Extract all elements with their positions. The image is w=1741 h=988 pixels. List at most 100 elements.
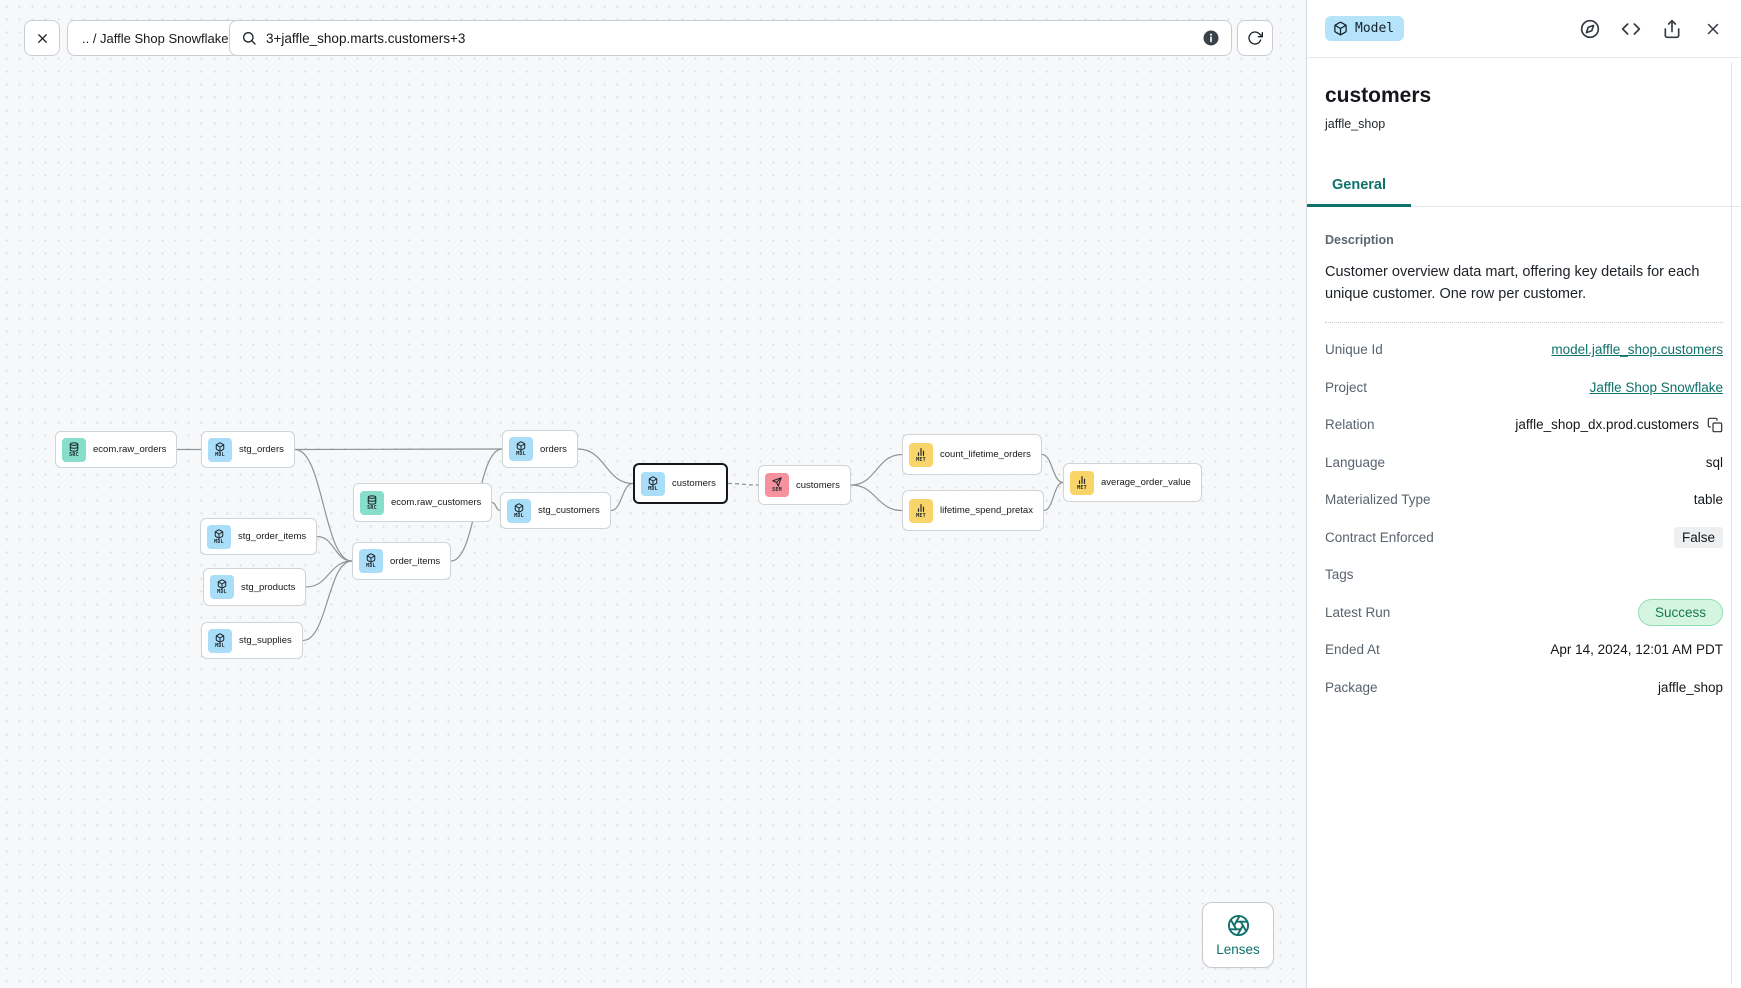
field-value-materialized-type: table [1693, 492, 1723, 508]
refresh-lineage-button[interactable] [1237, 20, 1273, 56]
model-type-badge-label: Model [1355, 21, 1395, 36]
graph-node-stg_supplies[interactable]: MDL stg_supplies [201, 622, 303, 659]
field-value-ended-at: Apr 14, 2024, 12:01 AM PDT [1550, 642, 1723, 658]
graph-node-ecom_raw_customers[interactable]: SRC ecom.raw_customers [353, 483, 493, 522]
share-button[interactable] [1662, 19, 1682, 39]
mdl-badge-icon: MDL [641, 471, 665, 496]
graph-node-order_items[interactable]: MDL order_items [352, 542, 452, 580]
lenses-label: Lenses [1216, 941, 1260, 957]
field-row-project: Project Jaffle Shop Snowflake [1325, 368, 1723, 406]
search-input[interactable] [266, 30, 1193, 46]
node-label: order_items [390, 555, 441, 567]
mdl-badge-icon: MDL [208, 628, 232, 653]
met-badge-icon: MET [909, 498, 933, 523]
mdl-badge-icon: MDL [208, 437, 232, 462]
node-label: count_lifetime_orders [940, 449, 1031, 460]
met-badge-icon: MET [909, 442, 933, 467]
mdl-badge-icon: MDL [359, 549, 383, 573]
tab-general[interactable]: General [1307, 167, 1411, 207]
edge-count_lifetime_orders-to-average_order_value [1041, 453, 1064, 484]
node-label: stg_customers [538, 505, 600, 516]
divider [1325, 321, 1723, 323]
node-label: customers [796, 479, 840, 491]
met-badge-icon: MET [1070, 470, 1094, 495]
graph-node-count_lifetime_orders[interactable]: MET count_lifetime_orders [902, 434, 1042, 475]
view-code-button[interactable] [1621, 19, 1641, 39]
graph-node-stg_products[interactable]: MDL stg_products [203, 568, 307, 606]
close-icon [37, 33, 47, 43]
model-type-badge: Model [1325, 16, 1405, 41]
mdl-badge-icon: MDL [210, 575, 234, 599]
edge-stg_products-to-order_items [305, 560, 353, 588]
node-label: ecom.raw_customers [391, 497, 482, 508]
edge-orders-to-customers [577, 448, 634, 485]
field-label-language: Language [1325, 454, 1386, 470]
search-icon [243, 32, 256, 45]
edge-stg_orders-to-orders [294, 448, 503, 451]
src-badge-icon: SRC [62, 437, 86, 462]
model-cube-icon [1334, 21, 1347, 36]
compass-icon [1580, 19, 1600, 38]
field-value-contract-enforced: False [1673, 526, 1723, 548]
info-icon[interactable] [1202, 29, 1220, 47]
field-row-relation: Relation jaffle_shop_dx.prod.customers [1325, 406, 1723, 444]
field-label-relation: Relation [1325, 417, 1375, 433]
mdl-badge-icon: MDL [207, 524, 231, 549]
field-row-tags: Tags [1325, 556, 1723, 594]
graph-node-stg_orders[interactable]: MDL stg_orders [201, 431, 295, 468]
field-row-ended-at: Ended At Apr 14, 2024, 12:01 AM PDT [1325, 631, 1723, 669]
field-label-package: Package [1325, 679, 1378, 695]
mdl-badge-icon: MDL [509, 437, 533, 461]
node-label: orders [540, 443, 567, 455]
field-value-project[interactable]: Jaffle Shop Snowflake [1589, 379, 1723, 395]
breadcrumb-label: .. / Jaffle Shop Snowflake [82, 30, 229, 46]
explore-lens-button[interactable] [1580, 19, 1600, 39]
node-label: stg_orders [239, 444, 284, 455]
field-label-tags: Tags [1325, 567, 1354, 583]
field-label-latest-run: Latest Run [1325, 604, 1391, 620]
field-row-language: Language sql [1325, 443, 1723, 481]
graph-node-customers[interactable]: MDL customers [633, 463, 728, 504]
refresh-icon [1248, 31, 1263, 45]
node-label: stg_products [241, 581, 296, 593]
edge-sem_customers-to-count_lifetime_orders [850, 453, 903, 486]
code-icon [1621, 22, 1641, 35]
close-panel-button[interactable] [1703, 19, 1723, 39]
field-value-relation: jaffle_shop_dx.prod.customers [1515, 417, 1723, 433]
edge-sem_customers-to-lifetime_spend_pretax [850, 484, 903, 512]
field-label-ended-at: Ended At [1325, 642, 1380, 658]
node-label: customers [672, 478, 716, 489]
close-lineage-button[interactable] [24, 20, 60, 56]
page-title: customers [1325, 84, 1432, 107]
description-text: Customer overview data mart, offering ke… [1325, 264, 1700, 303]
package-subtitle: jaffle_shop [1325, 117, 1386, 131]
field-value-unique-id[interactable]: model.jaffle_shop.customers [1551, 342, 1723, 358]
panel-tabs: General [1307, 167, 1741, 207]
src-badge-icon: SRC [360, 490, 384, 515]
breadcrumb[interactable]: .. / Jaffle Shop Snowflake [67, 20, 244, 56]
lineage-search-bar[interactable] [229, 20, 1232, 56]
lenses-button[interactable]: Lenses [1202, 902, 1274, 968]
copy-icon[interactable] [1707, 417, 1723, 433]
details-panel-header: Model [1307, 0, 1741, 58]
close-icon [1707, 23, 1719, 34]
field-value-language: sql [1705, 454, 1723, 470]
edge-customers-to-sem_customers [727, 482, 759, 486]
edge-stg_order_items-to-order_items [316, 535, 353, 562]
edge-stg_supplies-to-order_items [302, 560, 353, 642]
field-label-project: Project [1325, 379, 1368, 395]
lenses-aperture-icon [1227, 914, 1249, 936]
graph-node-orders[interactable]: MDL orders [502, 430, 578, 468]
node-label: stg_supplies [239, 635, 292, 646]
